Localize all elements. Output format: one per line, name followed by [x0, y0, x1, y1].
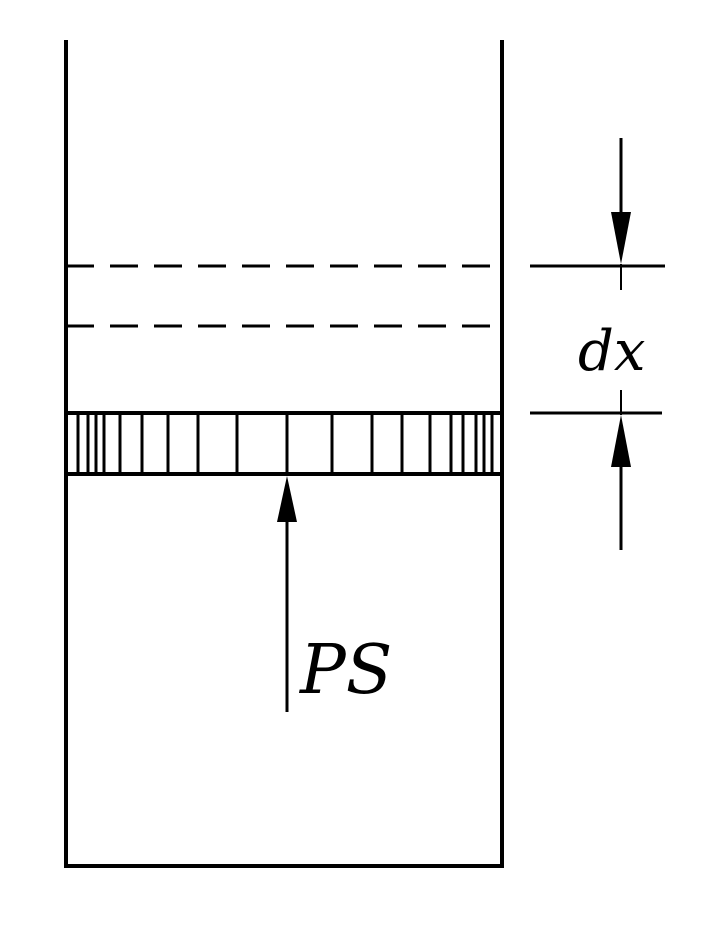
piston-hatching	[76, 413, 494, 474]
force-arrow-head	[277, 476, 297, 522]
dimension-arrow-top-head	[611, 212, 631, 264]
force-label: PS	[298, 631, 392, 710]
dimension-arrow-bottom-head	[611, 415, 631, 467]
piston	[66, 411, 502, 476]
displacement-label: dx	[578, 319, 645, 384]
displacement-dimension	[530, 138, 665, 550]
force-arrow	[277, 476, 297, 712]
